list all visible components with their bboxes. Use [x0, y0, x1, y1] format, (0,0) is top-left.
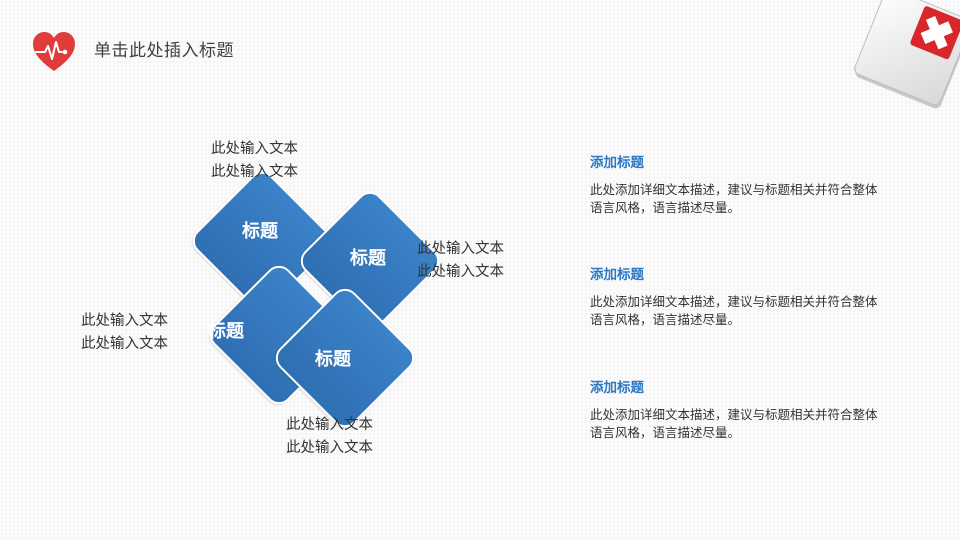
heart-pulse-icon [33, 32, 75, 71]
info-body: 此处添加详细文本描述，建议与标题相关并符合整体语言风格，语言描述尽量。 [590, 182, 878, 215]
info-block-3: 添加标题 此处添加详细文本描述，建议与标题相关并符合整体语言风格，语言描述尽量。 [590, 376, 882, 442]
info-block-2: 添加标题 此处添加详细文本描述，建议与标题相关并符合整体语言风格，语言描述尽量。 [590, 263, 882, 329]
info-body: 此处添加详细文本描述，建议与标题相关并符合整体语言风格，语言描述尽量。 [590, 407, 878, 440]
callout-left-line2: 此处输入文本 [81, 336, 168, 352]
first-aid-kit-icon [854, 0, 960, 109]
callout-right: 此处输入文本 此处输入文本 [417, 238, 504, 284]
callout-left: 此处输入文本 此处输入文本 [81, 310, 168, 356]
diamond-label-left: 标题 [208, 321, 244, 342]
diamond-label-bottom: 标题 [315, 349, 351, 370]
callout-bottom: 此处输入文本 此处输入文本 [286, 414, 373, 460]
callout-bottom-line2: 此处输入文本 [286, 440, 373, 456]
info-body: 此处添加详细文本描述，建议与标题相关并符合整体语言风格，语言描述尽量。 [590, 294, 878, 327]
callout-top-line2: 此处输入文本 [211, 164, 298, 180]
page-title: 单击此处插入标题 [94, 41, 234, 61]
info-block-1: 添加标题 此处添加详细文本描述，建议与标题相关并符合整体语言风格，语言描述尽量。 [590, 151, 882, 217]
diamond-label-right: 标题 [350, 248, 386, 269]
callout-left-line1: 此处输入文本 [81, 313, 168, 329]
callout-right-line1: 此处输入文本 [417, 241, 504, 257]
diamond-label-top: 标题 [242, 221, 278, 242]
info-title: 添加标题 [590, 155, 644, 171]
callout-top: 此处输入文本 此处输入文本 [211, 138, 298, 184]
callout-top-line1: 此处输入文本 [211, 141, 298, 157]
callout-right-line2: 此处输入文本 [417, 264, 504, 280]
info-title: 添加标题 [590, 267, 644, 283]
info-title: 添加标题 [590, 380, 644, 396]
callout-bottom-line1: 此处输入文本 [286, 417, 373, 433]
diamond-diagram: 标题 标题 标题 标题 [180, 166, 445, 433]
